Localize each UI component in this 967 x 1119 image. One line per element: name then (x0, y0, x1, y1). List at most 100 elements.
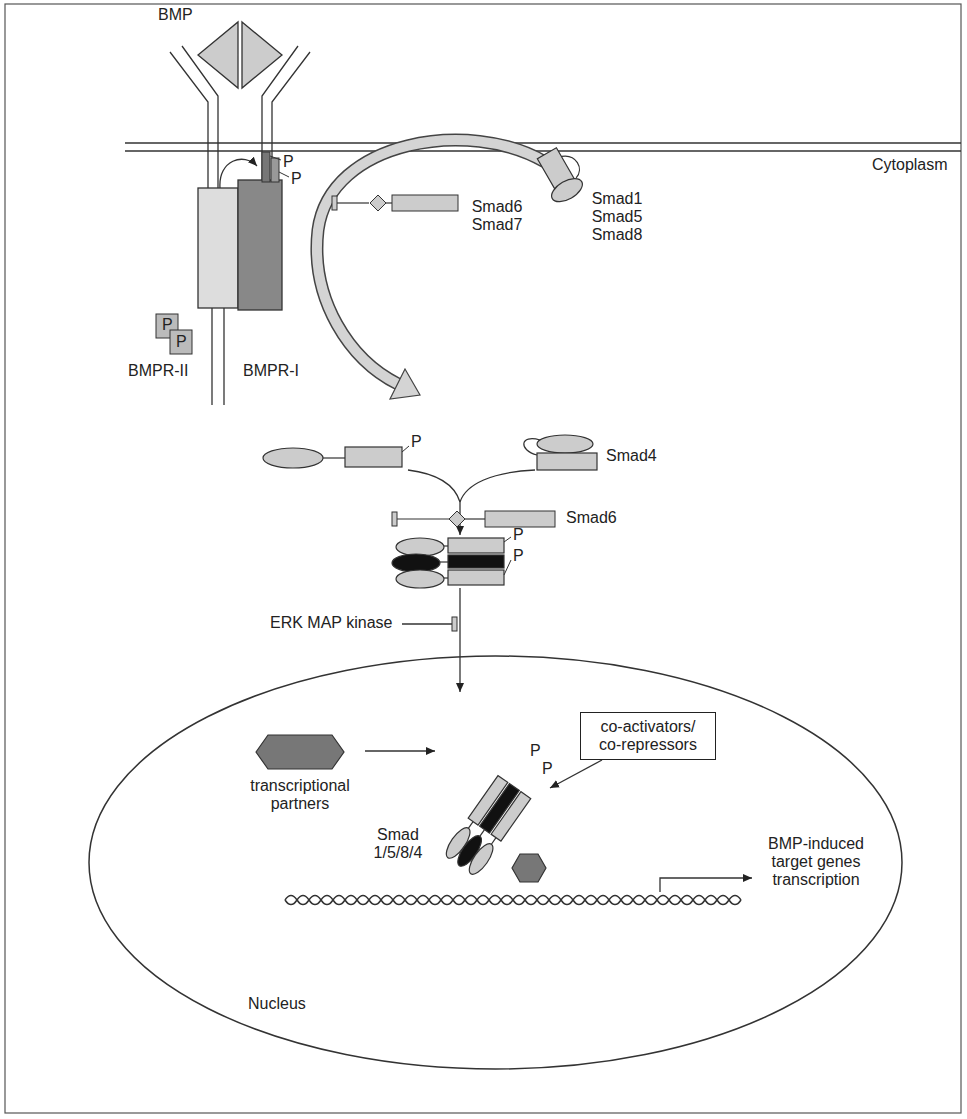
smad4-mh1 (537, 435, 593, 453)
output-label: BMP-induced target genes transcription (757, 835, 875, 889)
drawing-part (444, 577, 448, 578)
protein-label: Smad6 (566, 509, 617, 527)
r-smad-shape (531, 142, 591, 206)
receptor-ectodomain (182, 46, 218, 190)
smad4-loop (524, 439, 540, 455)
smad-complex-shape (435, 748, 550, 890)
drawing-part (561, 151, 583, 179)
receptor-tail (211, 308, 212, 405)
drawing-part (444, 545, 448, 546)
smad-mh2 (491, 792, 531, 841)
phospho-label: P (411, 433, 422, 451)
bound-partner (512, 854, 546, 882)
activation-arrow (317, 140, 545, 384)
connector-arrow (550, 760, 602, 788)
cofactor-box: co-activators/ co-repressors (580, 712, 716, 760)
gs-domain (271, 158, 279, 182)
i-smad-diamond (449, 511, 465, 527)
activation-arrow (317, 140, 545, 384)
i-smad-linker (386, 202, 392, 203)
drawing-part (504, 560, 511, 575)
dna-strand (285, 896, 741, 905)
phospho-label: P (530, 742, 541, 760)
phospho-label: P (283, 153, 294, 171)
nucleus-outline (89, 656, 902, 1069)
merge-line (408, 470, 460, 502)
r-smad-mh2 (345, 447, 402, 467)
phospho-label: P (513, 526, 524, 544)
ligand-label: BMP (158, 6, 193, 24)
transphosphorylation-arrow (220, 159, 257, 188)
inhibition-line (402, 623, 452, 624)
i-smad-body (392, 195, 458, 211)
inhibitor-bar (452, 617, 457, 631)
drawing-part (396, 538, 444, 556)
phospho-tick (270, 156, 281, 160)
transcription-arrow (660, 878, 752, 892)
membrane-line (125, 142, 961, 144)
complex-label: Smad 1/5/8/4 (367, 826, 429, 862)
smad4-mh2 (537, 453, 597, 470)
drawing-part (448, 555, 504, 568)
r-smad-linker (323, 457, 345, 458)
node-caption: transcriptional partners (235, 777, 365, 813)
phospho-label: P (162, 316, 173, 334)
bmp-ligand (198, 22, 238, 88)
phospho-tick (402, 446, 409, 452)
partner-hexagon-shape (256, 735, 344, 769)
smad-linker (468, 822, 473, 829)
compartment-label: Nucleus (248, 995, 306, 1013)
protein-label: Smad1 Smad5 Smad8 (588, 190, 646, 244)
smad-dna-complex: Smad 1/5/8/4 (435, 748, 550, 890)
receptor-tail (223, 308, 224, 405)
drawing-part (504, 537, 511, 542)
smad-linker (480, 830, 485, 837)
bmp-ligand (242, 22, 282, 88)
receptor-ectodomain (170, 52, 208, 190)
kinase-label: ERK MAP kinase (270, 614, 392, 632)
gs-domain (262, 152, 270, 182)
receptor-label: BMPR-II (128, 362, 188, 380)
i-smad-linker (397, 518, 449, 519)
inhibitor-bar (332, 196, 337, 210)
i-smad-linker (465, 518, 485, 519)
smad-complex-shape (442, 775, 531, 878)
drawing-part (440, 561, 448, 562)
drawing-part (548, 174, 586, 207)
protein-label: Smad6 Smad7 (468, 198, 526, 234)
protein-label: Smad4 (606, 447, 657, 465)
smad-linker (491, 838, 496, 845)
drawing-part (448, 538, 504, 553)
smad-complex (392, 537, 511, 588)
inhibitor-bar (392, 512, 397, 526)
figure-frame (5, 4, 961, 1113)
connector-arrow (365, 750, 435, 751)
phospho-label: P (291, 170, 302, 188)
bmpr-ii-kinase (198, 188, 238, 308)
activation-arrowhead (390, 369, 420, 399)
nuclear-import-arrow (459, 588, 460, 692)
bmpr-i-kinase (238, 180, 282, 310)
receptor-label: BMPR-I (243, 362, 299, 380)
phospho-label: P (542, 760, 553, 778)
box-text: co-activators/ co-repressors (589, 718, 707, 754)
compartment-label: Cytoplasm (872, 156, 948, 174)
phospho-label: P (513, 547, 524, 565)
phospho-tick (279, 172, 289, 177)
i-smad-body (485, 511, 555, 527)
phospho-label: P (176, 333, 187, 351)
dna-strand (285, 896, 741, 905)
merge-line (460, 470, 535, 502)
i-smad-diamond (370, 195, 386, 211)
membrane-line (125, 150, 961, 152)
smad-mh1 (465, 840, 497, 878)
drawing-part (448, 570, 504, 585)
drawing-part (396, 570, 444, 588)
partner-hexagon: transcriptional partners (235, 733, 365, 813)
phospho-square (170, 330, 192, 354)
drawing-part (392, 554, 440, 572)
i-smad-linker (337, 202, 369, 203)
